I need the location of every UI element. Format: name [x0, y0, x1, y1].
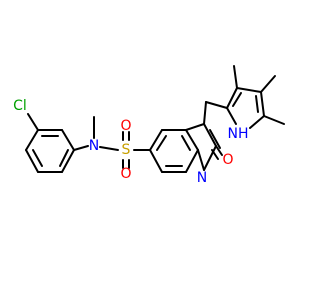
atom-label-n-ring: N	[197, 170, 207, 186]
bond-phenyl-n	[73, 145, 89, 151]
chlorophenyl-ring	[25, 129, 75, 173]
atom-label-nh-pyrrole: NH	[228, 126, 249, 142]
bond-ch2-b	[205, 101, 228, 109]
atom-label-s: S	[122, 142, 131, 158]
molecule-structure: Cl N S O O O N NH	[13, 65, 285, 186]
atom-label-o-bottom: O	[120, 166, 131, 182]
bond-methyl-1	[233, 65, 238, 89]
bond-methyl-3	[263, 115, 285, 125]
atom-label-n-sulfonamide: N	[89, 138, 99, 154]
atom-label-cl: Cl	[13, 98, 27, 114]
bond-methyl-2	[260, 75, 276, 93]
pyrrole-ring	[226, 87, 265, 129]
bond-ch2-a	[203, 101, 207, 125]
bond-cl	[27, 113, 39, 131]
atom-label-o-top: O	[120, 118, 131, 134]
lactam-ring	[185, 123, 221, 171]
indolone-benzene-ring	[149, 129, 199, 173]
bond-c-o	[215, 145, 223, 156]
atom-label-o-carbonyl: O	[222, 152, 233, 168]
bond-n-s	[99, 146, 119, 151]
